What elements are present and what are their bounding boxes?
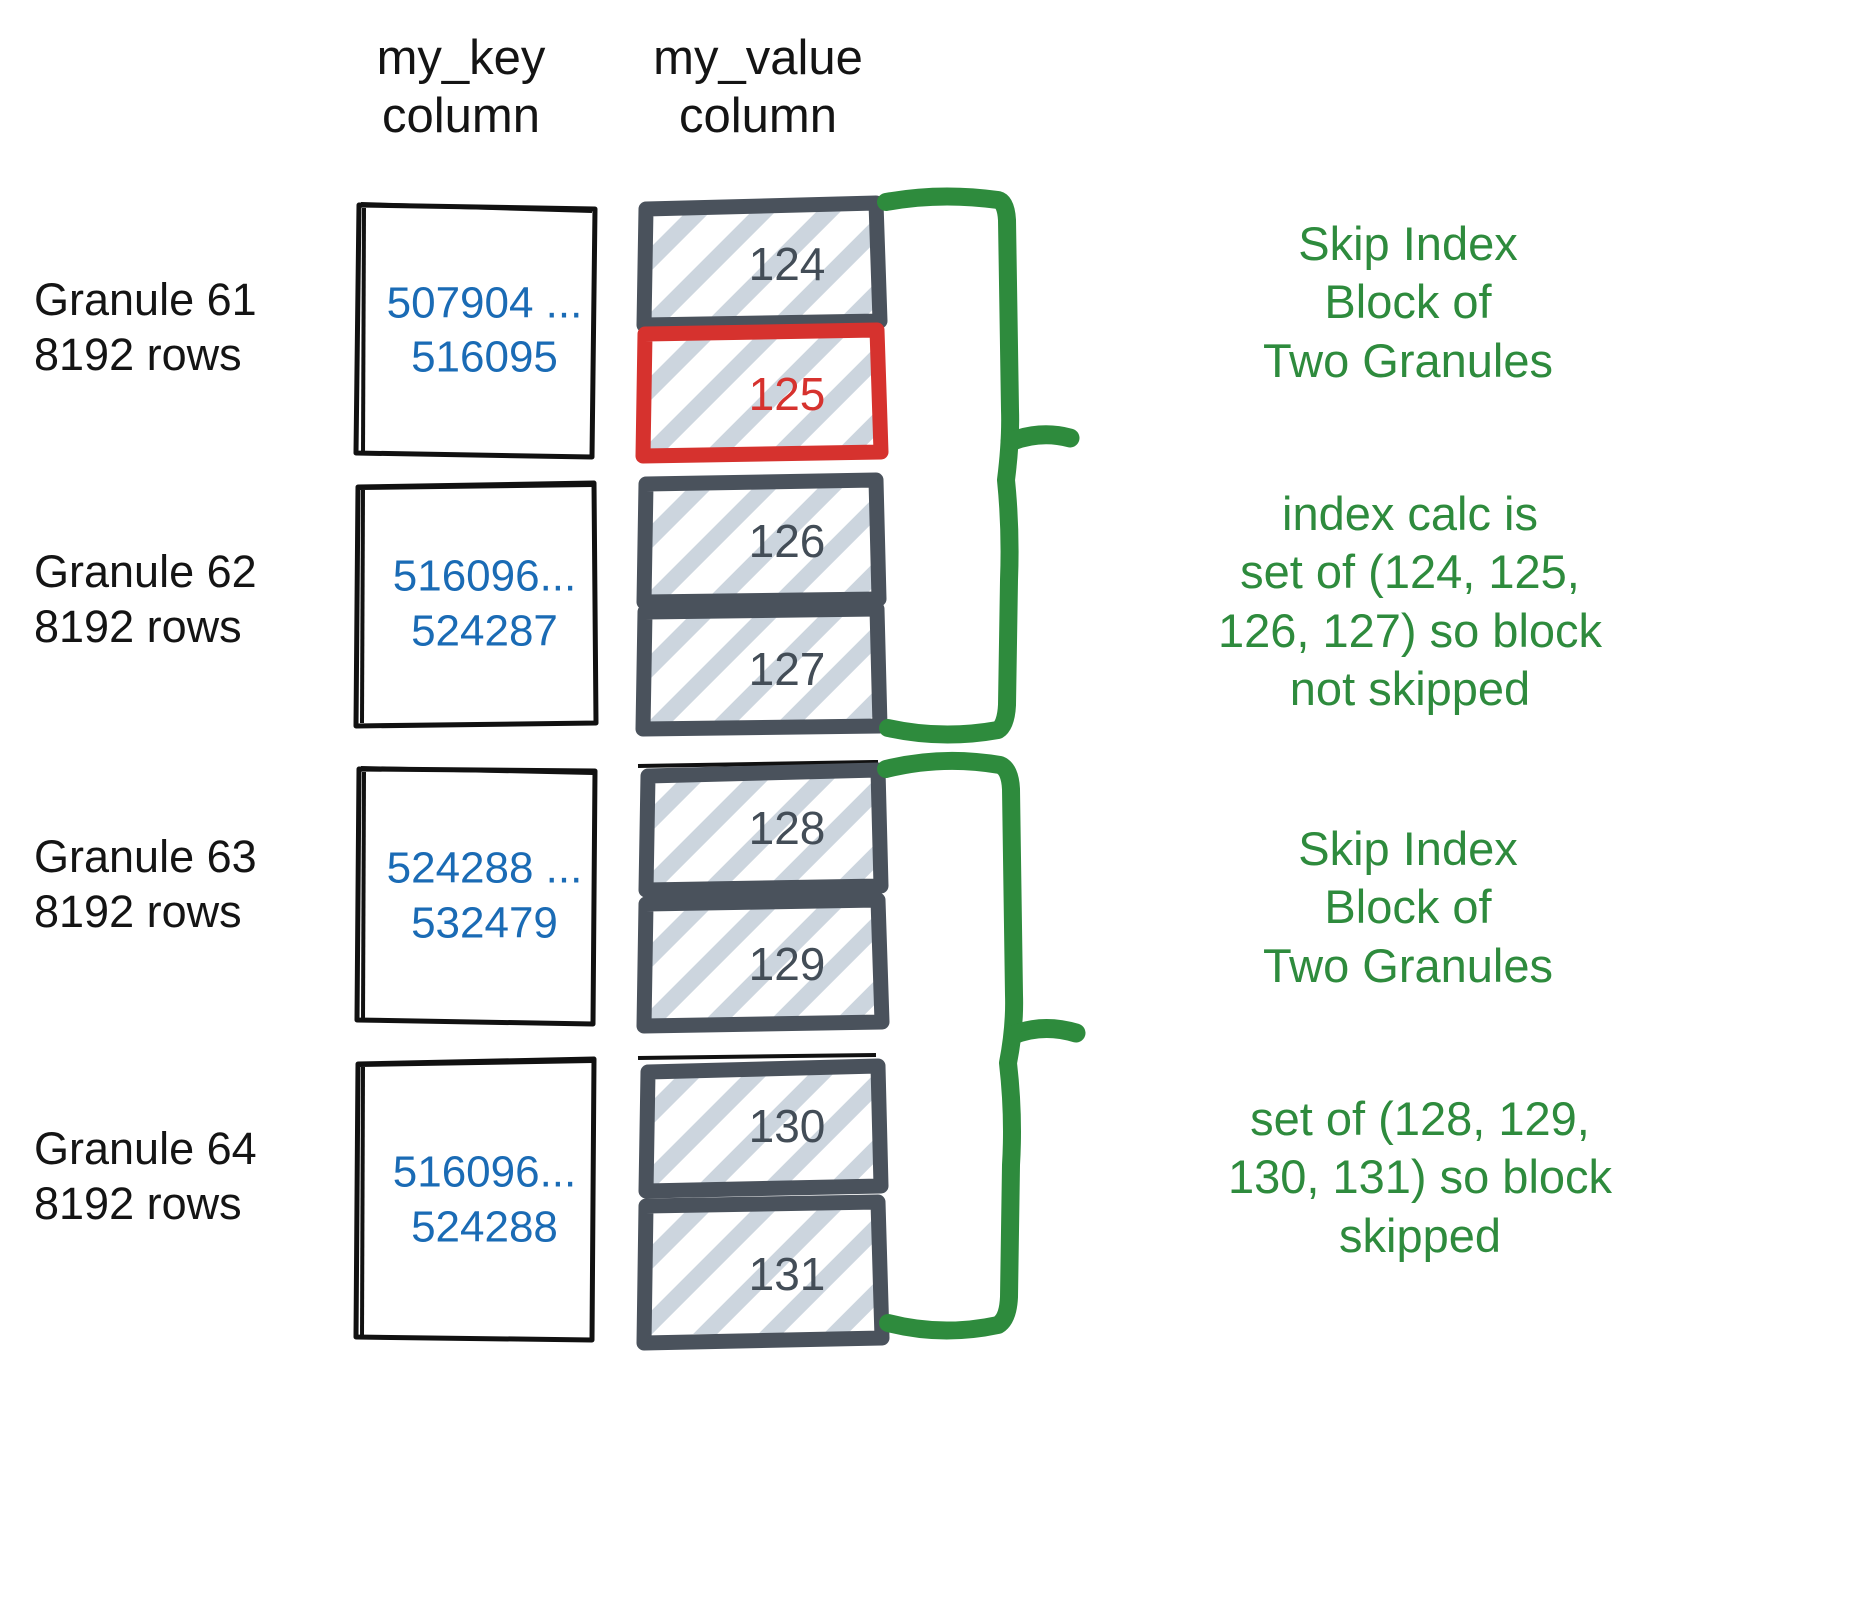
skip-index-brace-bottom [877, 751, 1086, 1340]
value-box-outline-128 [637, 760, 889, 898]
key-box-granule-64: 516096... 524288 [352, 1055, 599, 1345]
value-text-127: 127 [748, 643, 826, 695]
value-text-128: 128 [748, 802, 826, 854]
key-range-62: 516096... 524287 [392, 551, 577, 655]
key-box-granule-62: 516096... 524287 [352, 479, 599, 729]
value-text-131: 131 [748, 1247, 826, 1300]
value-box-outline-130 [637, 1053, 889, 1199]
value-box-128: 128 [636, 758, 889, 898]
value-box-outline-125 [635, 322, 889, 464]
value-box-outline-131 [636, 1194, 890, 1351]
column-header-my-value: my_value column [653, 31, 863, 143]
value-box-130: 130 [636, 1052, 889, 1200]
annotation-index-calc-skipped: set of (128, 129, 130, 131) so block ski… [1227, 1092, 1613, 1262]
value-text-124: 124 [748, 237, 826, 290]
granule-label-63: Granule 63 8192 rows [34, 831, 257, 937]
skip-index-brace-top [877, 187, 1080, 744]
granule-label-61: Granule 61 8192 rows [34, 274, 257, 380]
value-text-130: 130 [748, 1100, 826, 1152]
value-box-124: 124 [636, 195, 888, 333]
key-box-outline-64 [353, 1056, 597, 1343]
annotation-index-calc-not-skipped: index calc is set of (124, 125, 126, 127… [1217, 487, 1603, 715]
key-box-granule-63: 524288 ... 532479 [352, 762, 599, 1030]
key-box-outline-61 [353, 202, 598, 460]
key-box-outline-62 [353, 480, 599, 729]
key-range-63: 524288 ... 532479 [386, 843, 583, 947]
column-header-my-key: my_key column [376, 31, 546, 143]
value-text-125: 125 [748, 367, 826, 420]
value-box-outline-124 [636, 195, 888, 333]
value-box-129: 129 [636, 892, 890, 1034]
value-box-127: 127 [635, 601, 888, 737]
annotation-skip-index-block-bottom: Skip Index Block of Two Granules [1263, 822, 1553, 992]
granule-label-64: Granule 64 8192 rows [34, 1123, 257, 1229]
value-text-129: 129 [748, 938, 826, 990]
annotation-skip-index-block-top: Skip Index Block of Two Granules [1263, 217, 1553, 387]
key-range-64: 516096... 524288 [392, 1147, 577, 1251]
value-box-125: 125 [635, 322, 889, 464]
key-box-outline-63 [354, 766, 598, 1027]
key-box-granule-61: 507904 ... 516095 [352, 199, 599, 462]
value-box-131: 131 [636, 1194, 890, 1351]
value-box-outline-129 [636, 892, 890, 1034]
value-box-126: 126 [636, 472, 887, 610]
granule-label-62: Granule 62 8192 rows [34, 546, 257, 652]
value-box-outline-126 [636, 472, 887, 610]
value-text-126: 126 [748, 515, 826, 567]
key-range-61: 507904 ... 516095 [386, 277, 583, 382]
